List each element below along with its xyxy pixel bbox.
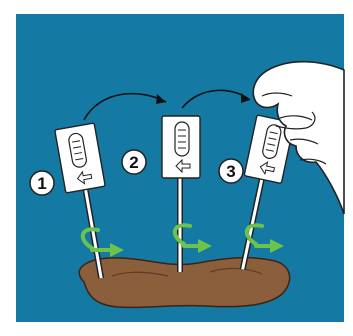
step-badge-2: 2: [122, 150, 146, 174]
sample-window: [175, 122, 189, 156]
step-badge-1: 1: [30, 171, 54, 195]
step-number-2: 2: [129, 153, 138, 172]
step-number-3: 3: [226, 162, 235, 181]
soil-mound: [79, 258, 289, 308]
step-badge-3: 3: [219, 159, 243, 183]
step-number-1: 1: [37, 174, 46, 193]
